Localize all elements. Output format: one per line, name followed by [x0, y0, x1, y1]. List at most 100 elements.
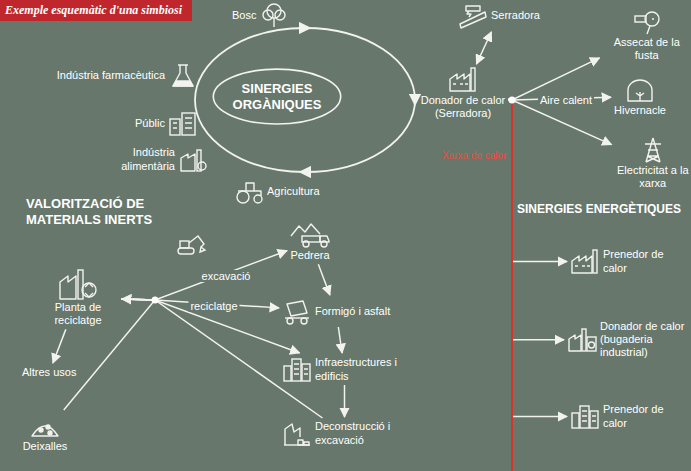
icon-stroke	[85, 283, 93, 297]
icon-stroke	[173, 81, 193, 86]
icon-node: Formigó i asfalt	[282, 298, 390, 325]
connector-arrow	[121, 251, 287, 300]
connector-arrow	[338, 327, 342, 353]
icon-stroke	[298, 440, 309, 445]
icon-node: Agricultura	[234, 178, 320, 205]
icon-node: Prenedor de calor	[570, 403, 667, 430]
icon-stroke	[647, 19, 654, 34]
icon-stroke	[321, 241, 327, 247]
node-label: Pedrera	[290, 249, 329, 262]
node-label: Serradora	[491, 9, 540, 22]
icon-node: Assecat de la fusta	[603, 8, 691, 62]
icon-stroke	[60, 276, 76, 299]
icon-node: Planta de reciclatge	[37, 268, 119, 327]
node-icon	[570, 403, 600, 430]
icon-node: Donador de calor (bugaderia industrial)	[567, 320, 691, 360]
node-icon	[458, 2, 488, 29]
connector-arrow	[121, 299, 300, 353]
icon-stroke	[182, 113, 195, 135]
node-label: Hivernacle	[614, 104, 666, 117]
icon-stroke	[238, 183, 261, 196]
node-icon	[290, 222, 330, 248]
icon-stroke	[39, 428, 43, 432]
icon-stroke	[78, 270, 83, 299]
node-icon	[567, 326, 597, 353]
section-heading: VALORITZACIÓ DE MATERIALS INERTS	[26, 196, 176, 227]
icon-stroke	[292, 359, 301, 381]
icon-stroke	[301, 318, 307, 324]
node-icon	[625, 76, 655, 103]
node-icon	[638, 136, 668, 163]
icon-stroke	[302, 364, 310, 381]
node-icon	[282, 356, 312, 383]
node-icon	[30, 412, 60, 439]
title: Exemple esquemàtic d'una simbiosi	[5, 3, 182, 18]
junction-dot	[509, 97, 516, 104]
icon-stroke	[580, 406, 589, 428]
connector-arrow	[53, 329, 66, 363]
node-label: Altres usos	[22, 366, 76, 379]
organic-loop	[195, 28, 415, 172]
icon-stroke	[284, 444, 310, 445]
node-label: Donador de calor (Serradora)	[420, 94, 506, 120]
connector-arrow	[508, 99, 564, 339]
junction-dot	[152, 297, 159, 304]
icon-node: Deixalles	[23, 412, 68, 453]
node-label: Formigó i asfalt	[315, 305, 390, 318]
icon-stroke	[82, 283, 96, 297]
icon-stroke	[267, 4, 281, 18]
icon-node: Altres usos	[22, 366, 76, 379]
icon-stroke	[587, 337, 596, 351]
icon-node: Infraestructures i edificis	[282, 356, 407, 383]
icon-stroke	[303, 241, 309, 247]
icon-stroke	[590, 411, 598, 428]
section-heading: SINERGIES ENERGÈTIQUES	[517, 202, 681, 216]
node-label: Infraestructures i edificis	[315, 356, 407, 382]
node-icon	[570, 248, 600, 275]
circle-outline	[213, 69, 340, 124]
node-label: Indústria alimentària	[103, 146, 175, 172]
icon-stroke	[32, 426, 58, 436]
edge-label: excavació	[200, 270, 253, 282]
icon-stroke	[628, 80, 652, 101]
icon-stroke	[450, 74, 470, 91]
icon-stroke	[635, 16, 646, 22]
node-label: Prenedor de calor	[603, 403, 667, 429]
connector-arrow	[508, 99, 612, 144]
node-label: Públic	[135, 117, 165, 130]
icon-stroke	[593, 250, 597, 273]
connector-arrow	[477, 32, 492, 64]
icon-stroke	[575, 265, 590, 266]
icon-stroke	[572, 256, 592, 273]
node-label: Assecat de la fusta	[603, 36, 691, 62]
icon-node: Electricitat a la xarxa	[615, 136, 691, 190]
icon-node: Donador de calor (Serradora)	[420, 66, 506, 120]
icon-stroke	[287, 301, 307, 316]
node-icon	[168, 62, 198, 89]
icon-stroke	[287, 318, 293, 324]
icon-node: Prenedor de calor	[570, 248, 667, 275]
node-label: Deixalles	[23, 440, 68, 453]
icon-stroke	[173, 65, 193, 86]
icon-node: Pedrera	[290, 222, 330, 262]
icon-stroke	[636, 92, 644, 101]
icon-stroke	[173, 118, 192, 128]
icon-node: Deconstrucció i excavació	[282, 420, 407, 447]
node-icon	[234, 178, 264, 205]
icon-stroke	[582, 411, 596, 421]
icon-stroke	[466, 6, 480, 17]
excavator-icon	[178, 236, 205, 254]
node-icon	[282, 420, 312, 447]
title-banner	[0, 0, 192, 21]
node-icon	[168, 110, 198, 137]
network-label: Xarxa de calor	[442, 150, 506, 162]
icon-node: Públic	[135, 110, 198, 137]
node-label: Bosc	[232, 9, 256, 22]
icon-stroke	[572, 413, 579, 428]
heat-network-line	[511, 100, 513, 471]
icon-node: Serradora	[458, 2, 540, 29]
icon-stroke	[263, 10, 273, 20]
icon-stroke	[275, 10, 285, 20]
circle-heading: SINERGIES ORGÀNIQUES	[227, 81, 327, 112]
node-icon	[282, 298, 312, 325]
